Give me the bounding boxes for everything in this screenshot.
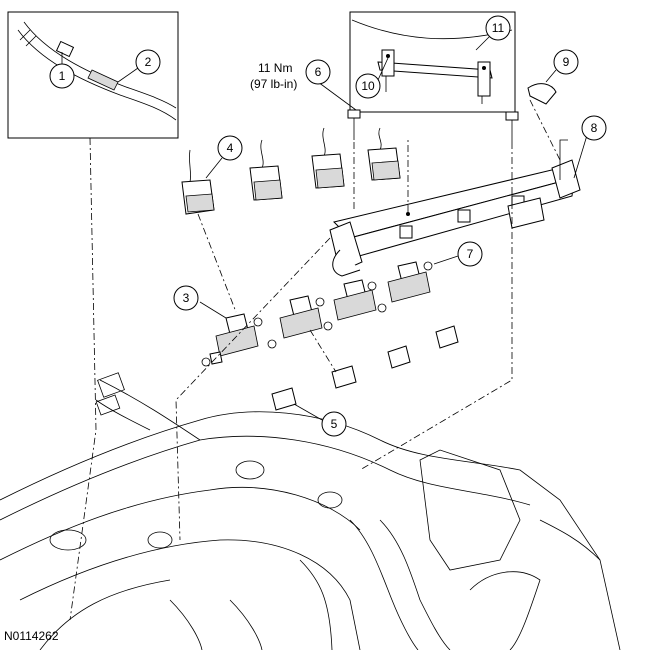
svg-text:5: 5 [331, 417, 338, 431]
callout-11: 11 [485, 15, 511, 41]
callout-7: 7 [457, 241, 483, 267]
svg-text:3: 3 [183, 291, 190, 305]
svg-text:9: 9 [563, 55, 570, 69]
callout-10: 10 [355, 73, 381, 99]
fuel-injectors [199, 255, 459, 367]
svg-text:8: 8 [591, 121, 598, 135]
svg-text:4: 4 [227, 141, 234, 155]
callout-3: 3 [173, 285, 199, 311]
bolts [317, 81, 519, 142]
svg-text:2: 2 [145, 55, 152, 69]
callout-4: 4 [217, 135, 243, 161]
svg-text:1: 1 [59, 69, 66, 83]
svg-text:6: 6 [315, 65, 322, 79]
torque-lbin-label: (97 lb-in) [250, 77, 297, 91]
figure-id-label: N0114262 [4, 629, 59, 643]
alignment-lines [69, 99, 561, 621]
callout-9: 9 [553, 49, 579, 75]
callouts: 1 2 3 4 5 6 7 8 [49, 15, 607, 437]
callout-8: 8 [581, 115, 607, 141]
retaining-clips [271, 325, 459, 421]
svg-text:11: 11 [492, 21, 505, 35]
callout-6: 6 [305, 59, 331, 85]
callout-2: 2 [135, 49, 161, 75]
electrical-connectors [181, 127, 401, 215]
engine-assembly [0, 372, 621, 650]
fitting-item-9 [527, 69, 557, 105]
callout-5: 5 [321, 411, 347, 437]
callout-1: 1 [49, 63, 75, 89]
svg-text:7: 7 [467, 247, 474, 261]
detail-inset-left [7, 11, 179, 139]
fuel-rail [329, 131, 589, 277]
torque-nm-label: 11 Nm [258, 61, 292, 75]
svg-text:10: 10 [361, 79, 375, 93]
